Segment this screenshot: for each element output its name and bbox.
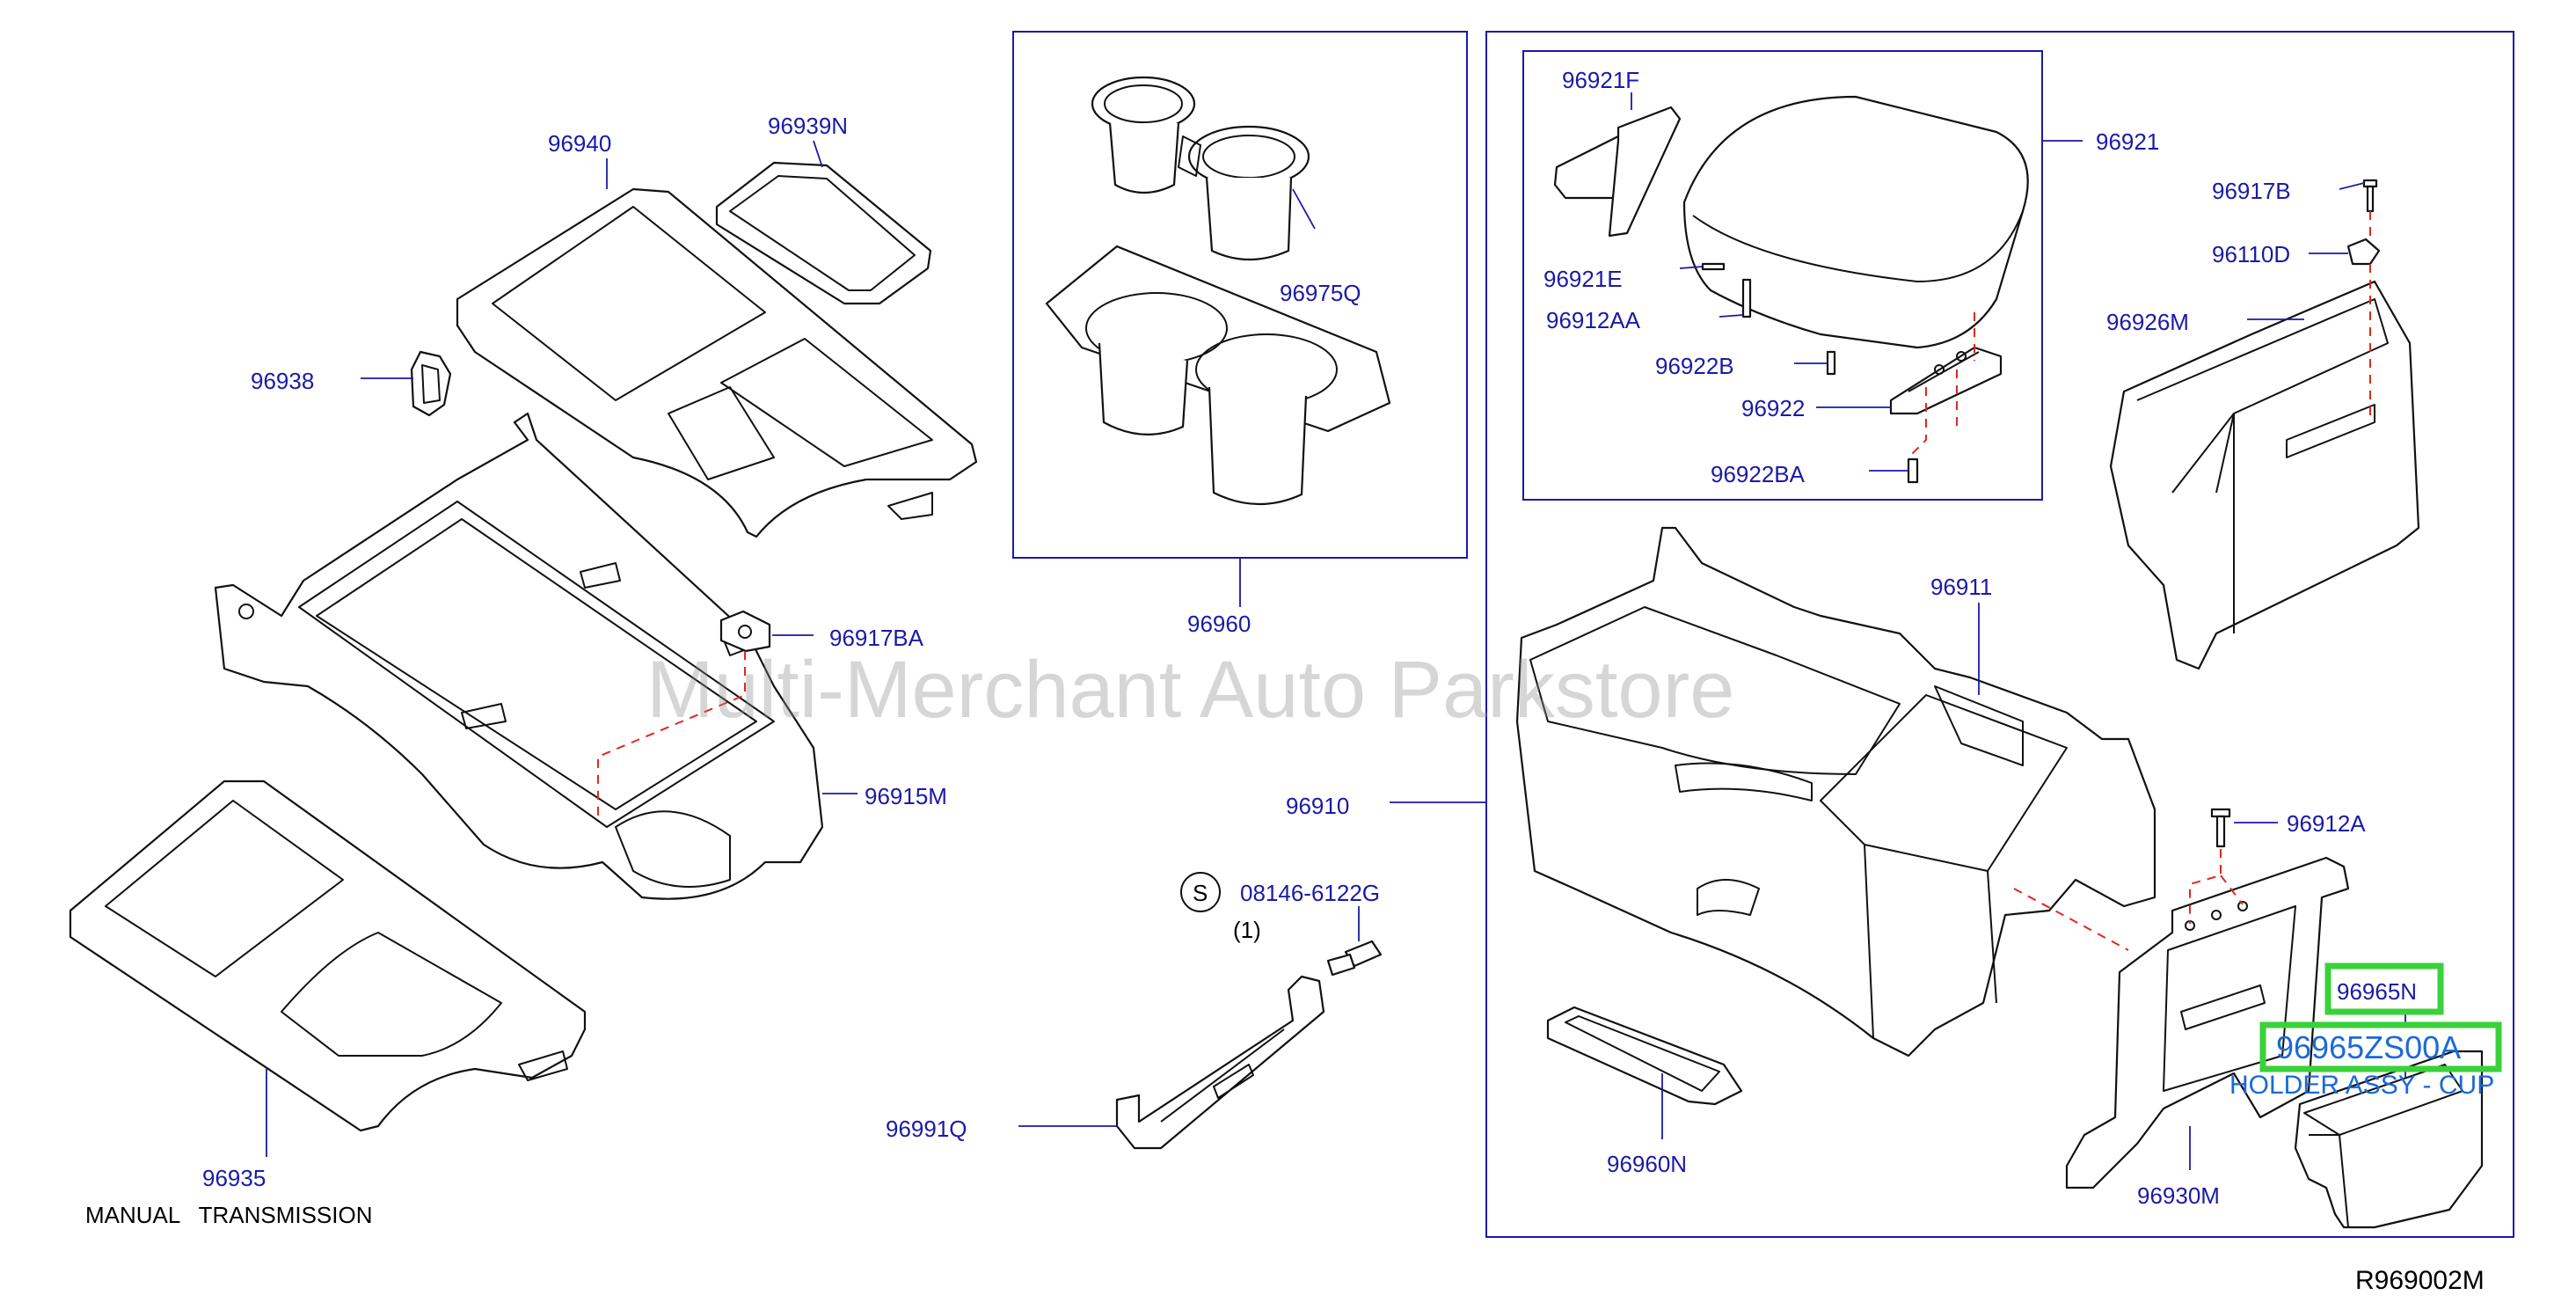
part-96922-drawing[interactable] [1889,346,2003,415]
screw-quantity: (1) [1233,917,1261,943]
part-96921-drawing[interactable] [1682,95,2029,349]
label-96960N[interactable]: 96960N [1607,1151,1687,1177]
label-96912AA[interactable]: 96912AA [1546,307,1641,333]
part-96917B-drawing[interactable] [2362,179,2378,213]
highlight-box-96965N [2324,962,2444,1015]
label-96911[interactable]: 96911 [1930,574,1992,600]
part-96991Q-drawing[interactable] [1115,940,1383,1150]
label-96960[interactable]: 96960 [1187,611,1251,637]
label-96921E[interactable]: 96921E [1543,266,1623,292]
part-96912A-drawing[interactable] [2210,808,2231,848]
part-96917BA-drawing[interactable] [719,610,771,653]
label-96991Q[interactable]: 96991Q [886,1116,967,1142]
label-96910[interactable]: 96910 [1286,793,1349,819]
highlight-box-part-number [2259,1021,2502,1072]
label-96930M[interactable]: 96930M [2137,1182,2220,1209]
part-96935-drawing[interactable] [69,779,587,1132]
part-96930M-drawing[interactable] [2065,856,2350,1189]
part-96915M-drawing[interactable] [214,412,824,900]
label-96917BA[interactable]: 96917BA [829,625,924,651]
assembly-dashed-lines [597,211,2371,951]
part-96975Q-drawing[interactable] [1091,76,1310,261]
label-96935[interactable]: 96935 [202,1165,266,1191]
diagram-code: R969002M [2355,1266,2485,1295]
label-96938[interactable]: 96938 [251,368,314,394]
label-96939N[interactable]: 96939N [768,113,848,139]
part-96940-drawing[interactable] [456,187,978,538]
part-96110D-drawing[interactable] [2346,238,2381,266]
label-96940[interactable]: 96940 [548,130,611,157]
part-96911-drawing[interactable] [1515,526,2156,1058]
label-96922[interactable]: 96922 [1741,395,1805,421]
watermark: Multi-Merchant Auto Parkstore [646,645,1734,735]
label-96926M[interactable]: 96926M [2106,309,2189,335]
screw-symbol: S [1193,880,1208,906]
label-96917B[interactable]: 96917B [2212,178,2291,204]
highlight-description: HOLDER ASSY - CUP [2229,1071,2494,1100]
part-96960-drawing[interactable] [1045,245,1391,506]
label-96110D[interactable]: 96110D [2212,241,2290,267]
label-08146-6122G[interactable]: 08146-6122G [1240,880,1380,906]
part-96960N-drawing[interactable] [1546,1006,1743,1106]
console-frame [1485,31,2514,1238]
armrest-frame [1522,50,2043,501]
label-96975Q[interactable]: 96975Q [1280,280,1361,306]
label-96922BA[interactable]: 96922BA [1711,461,1806,487]
part-96938-drawing[interactable] [410,350,452,417]
label-96921[interactable]: 96921 [2096,128,2159,155]
label-96922B[interactable]: 96922B [1655,353,1734,379]
part-96926M-drawing[interactable] [2109,280,2420,670]
highlight-part-number[interactable]: 96965ZS00A [2276,1029,2461,1065]
label-96965N[interactable]: 96965N [2337,978,2417,1005]
part-96939N-drawing[interactable] [715,161,932,305]
label-96915M[interactable]: 96915M [865,783,947,809]
part-96921F-drawing[interactable] [1553,106,1682,238]
leader-lines [266,92,2406,1170]
part-96965-drawing[interactable] [2294,1050,2484,1229]
screw-symbol-circle [1180,872,1221,912]
caption-manual-transmission: MANUAL TRANSMISSION [85,1202,373,1228]
label-96912A[interactable]: 96912A [2287,810,2366,837]
armrest-screws [1701,262,1919,484]
label-96921F[interactable]: 96921F [1562,67,1639,93]
